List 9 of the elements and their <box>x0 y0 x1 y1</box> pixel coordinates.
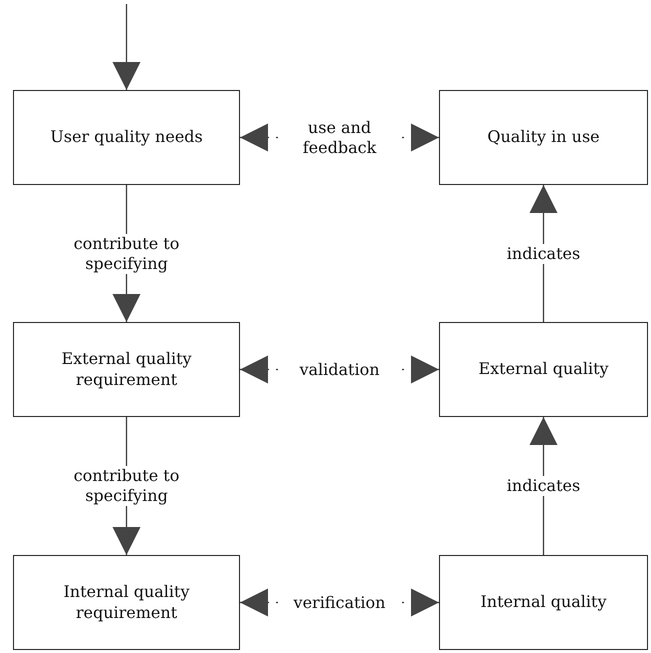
process-box: Internal quality requirement <box>13 555 240 650</box>
arrow <box>530 185 558 322</box>
process-box: Quality in use <box>439 90 648 185</box>
process-box: External quality <box>439 322 648 417</box>
process-box: User quality needs <box>13 90 240 185</box>
arrow <box>530 417 558 555</box>
arrow <box>112 4 140 90</box>
process-box: Internal quality <box>439 555 648 650</box>
process-box: External quality requirement <box>13 322 240 417</box>
